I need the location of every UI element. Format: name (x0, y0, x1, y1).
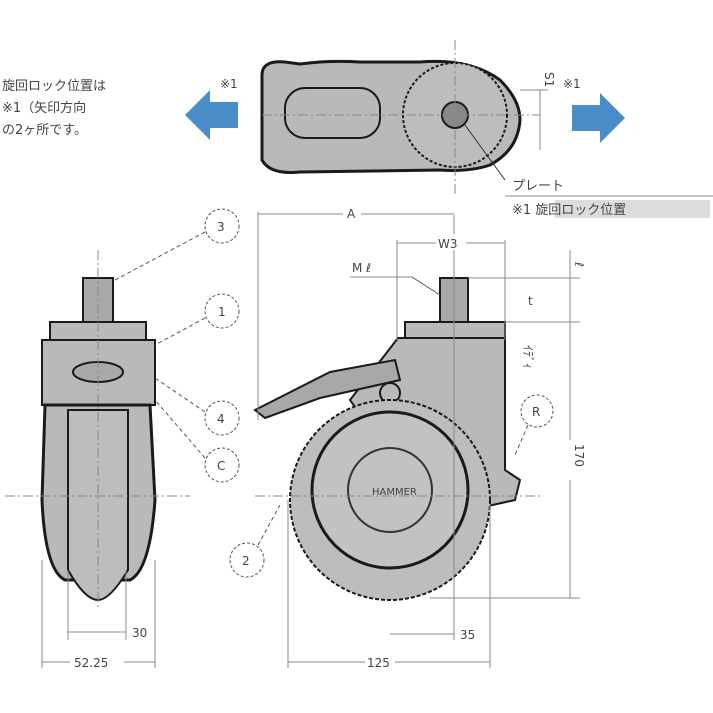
dim-bg (343, 204, 361, 220)
dim-wheel-width: 30 (132, 626, 147, 640)
note-highlight (555, 200, 710, 218)
note-line-3: の2ヶ所です。 (2, 123, 87, 138)
dim-wheel-diameter: 125 (367, 656, 390, 670)
arrow-left-icon (185, 90, 238, 140)
thread-leader (411, 276, 441, 296)
arrow-right-label: ※1 (563, 77, 581, 91)
callout-1-label: 1 (218, 305, 226, 319)
leader-c (154, 399, 206, 459)
leader-4 (154, 377, 206, 413)
callout-3 (204, 208, 240, 244)
dim-overall-width: 52.25 (74, 656, 108, 670)
dim-offset: 35 (460, 628, 475, 642)
dim-s1-label: S1 (542, 72, 556, 87)
plate-label: プレート (512, 179, 564, 194)
callout-R-label: R (532, 405, 540, 419)
callout-c (204, 447, 240, 483)
front-view: HAMMER A W3 M ℓ ℓ t ｲﾃﾞｨ 170 R (253, 204, 586, 670)
plate-leader (464, 124, 506, 181)
brake-pedal (253, 358, 402, 420)
wheel-hub (347, 447, 433, 533)
leader-R (514, 424, 529, 456)
thread-label: M ℓ (352, 261, 371, 275)
callouts: 3 1 4 C 2 (114, 208, 281, 578)
plate-callout: プレート ※1 旋回ロック位置 (505, 179, 713, 218)
callout-2 (229, 542, 265, 578)
dim-bg (365, 653, 395, 669)
callout-1 (204, 293, 240, 329)
callout-R (520, 394, 554, 428)
rotation-arrows: ※1 ※1 (185, 77, 625, 143)
swivel-lock-note: 旋回ロック位置は ※1（矢印方向 の2ヶ所です。 (2, 79, 106, 138)
callout-2-label: 2 (242, 554, 250, 568)
note-line-1: 旋回ロック位置は (2, 79, 106, 94)
arrow-right-icon (572, 93, 625, 143)
callout-4-label: 4 (217, 412, 225, 426)
swivel-lock-slot (284, 87, 381, 139)
leader-2 (257, 504, 281, 546)
note-line-2: ※1（矢印方向 (2, 100, 86, 116)
dim-bg (70, 653, 124, 669)
leader-1 (154, 317, 206, 346)
side-view: 30 52.25 (5, 250, 190, 670)
leader-3 (114, 231, 206, 281)
dim-stem-pitch: W3 (438, 237, 458, 251)
arrow-left-label: ※1 (220, 77, 238, 91)
dim-total-height: 170 (572, 444, 586, 467)
dim-bg (563, 440, 577, 480)
dim-A: A (347, 207, 356, 221)
vertical-label: ｲﾃﾞｨ (521, 345, 535, 369)
callout-4 (204, 400, 240, 436)
callout-3-label: 3 (217, 220, 225, 234)
callout-c-label: C (217, 459, 225, 473)
lock-position-note: ※1 旋回ロック位置 (512, 203, 626, 218)
front-wheel-rim (310, 410, 470, 570)
hub-logo: HAMMER (372, 487, 417, 498)
dim-stem-height: ℓ (572, 261, 586, 267)
front-top-plate (404, 321, 506, 339)
dim-small: t (528, 294, 533, 308)
dim-bg (436, 234, 466, 250)
top-view: S1 (260, 40, 556, 195)
